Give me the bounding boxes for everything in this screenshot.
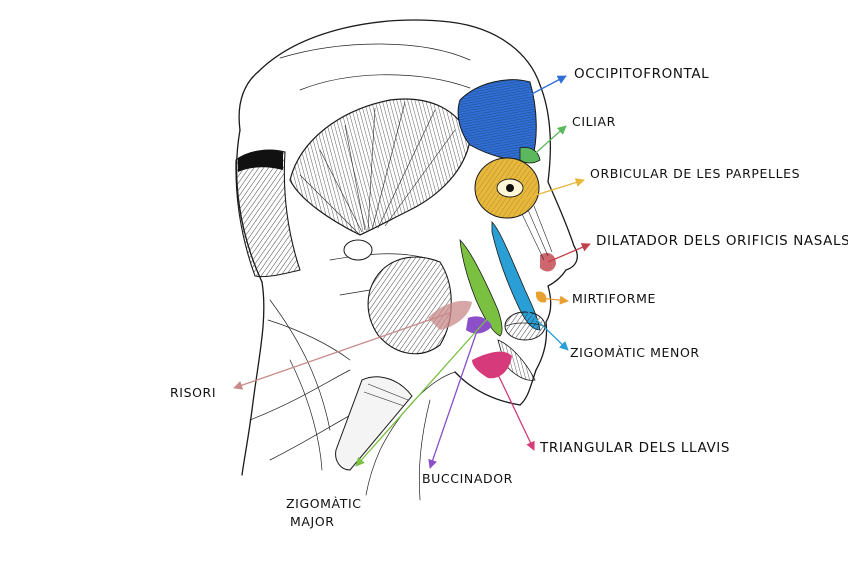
buccinador-arrow [428,327,479,469]
label-dilatador: DILATADOR DELS ORIFICIS NASALS [596,233,848,249]
risori-muscle [428,300,472,330]
label-orbicular-parpelles: ORBICULAR DE LES PARPELLES [590,166,800,181]
neck-band [335,376,413,471]
lips-region [497,311,546,381]
dilatador-muscle [540,252,556,272]
label-mirtiforme: MIRTIFORME [572,291,656,306]
masseter-muscle [329,239,452,355]
mirtiforme-muscle [535,291,547,303]
mirtiforme-arrow [539,295,569,305]
orbicular-arrow [519,178,585,201]
occipitofrontal-muscle [457,79,537,161]
label-buccinador: BUCCINADOR [422,471,513,486]
zigomatic-major-arrow [355,317,489,467]
risori-arrow [233,311,453,390]
ciliar-muscle [519,147,541,164]
triangular-muscle [472,351,512,379]
orbicular-parpelles-muscle [474,157,540,219]
triangular-arrow [493,365,535,451]
occipital-band [235,149,301,278]
label-triangular: TRIANGULAR DELS LLAVIS [539,440,730,456]
ciliar-arrow [529,125,567,159]
zigomatic-menor-arrow [515,299,569,351]
annotation-labels: OCCIPITOFRONTAL CILIAR ORBICULAR DE LES … [170,66,848,529]
label-ciliar: CILIAR [572,114,616,129]
label-zigomatic-major-2: MAJOR [290,514,335,529]
label-occipitofrontal: OCCIPITOFRONTAL [574,66,709,82]
zigomatic-major-muscle [459,238,503,337]
annotation-leaders [233,75,591,469]
label-zigomatic-major-1: ZIGOMÀTIC [286,496,362,511]
label-risori: RISORI [170,385,216,400]
occipitofrontal-arrow [527,75,567,97]
temporal-muscle [289,98,471,236]
dilatador-arrow [547,243,591,263]
label-zigomatic-menor: ZIGOMÀTIC MENOR [570,345,700,360]
